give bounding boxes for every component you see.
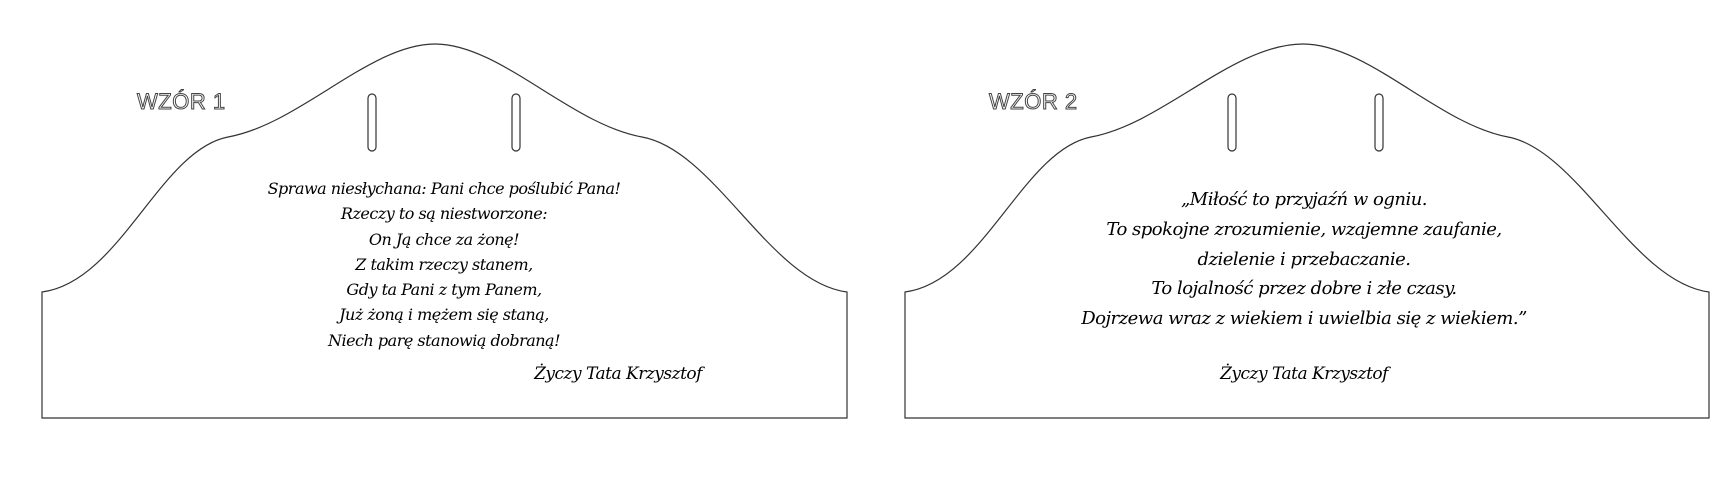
verse-line: Rzeczy to są niestworzone:: [340, 204, 548, 224]
signature-2: Życzy Tata Krzysztof: [1220, 364, 1388, 384]
signature-1: Życzy Tata Krzysztof: [534, 364, 702, 384]
verse-line: To lojalność przez dobre i złe czasy.: [1151, 278, 1457, 300]
verse-line: On Ją chce za żonę!: [368, 229, 520, 249]
design-label-2: WZÓR 2: [989, 89, 1078, 115]
slot-left: [1227, 93, 1237, 152]
verse-line: Dojrzewa wraz z wiekiem i uwielbia się z…: [1081, 308, 1527, 330]
template-1-shape: [41, 43, 848, 419]
template-1-outline: [41, 43, 848, 419]
slot-left: [367, 93, 377, 152]
design-label-1: WZÓR 1: [137, 89, 226, 115]
verse-line: Z takim rzeczy stanem,: [355, 254, 533, 274]
verse-line: Gdy ta Pani z tym Panem,: [346, 280, 542, 300]
slot-right: [511, 93, 521, 152]
verse-line: Sprawa niesłychana: Pani chce poślubić P…: [267, 179, 621, 198]
verse-2: „Miłość to przyjaźń w ogniu. To spokojne…: [1081, 185, 1527, 334]
verse-line: „Miłość to przyjaźń w ogniu.: [1180, 189, 1428, 210]
verse-line: Niech parę stanowią dobraną!: [327, 330, 561, 350]
verse-line: Już żoną i mężem się staną,: [339, 305, 549, 325]
template-2-outline: [904, 43, 1710, 419]
slot-right: [1374, 93, 1384, 152]
verse-1: Sprawa niesłychana: Pani chce poślubić P…: [268, 176, 621, 353]
verse-line: To spokojne zrozumienie, wzajemne zaufan…: [1106, 218, 1502, 240]
verse-line: dzielenie i przebaczanie.: [1197, 248, 1411, 270]
template-2-shape: [904, 43, 1710, 419]
